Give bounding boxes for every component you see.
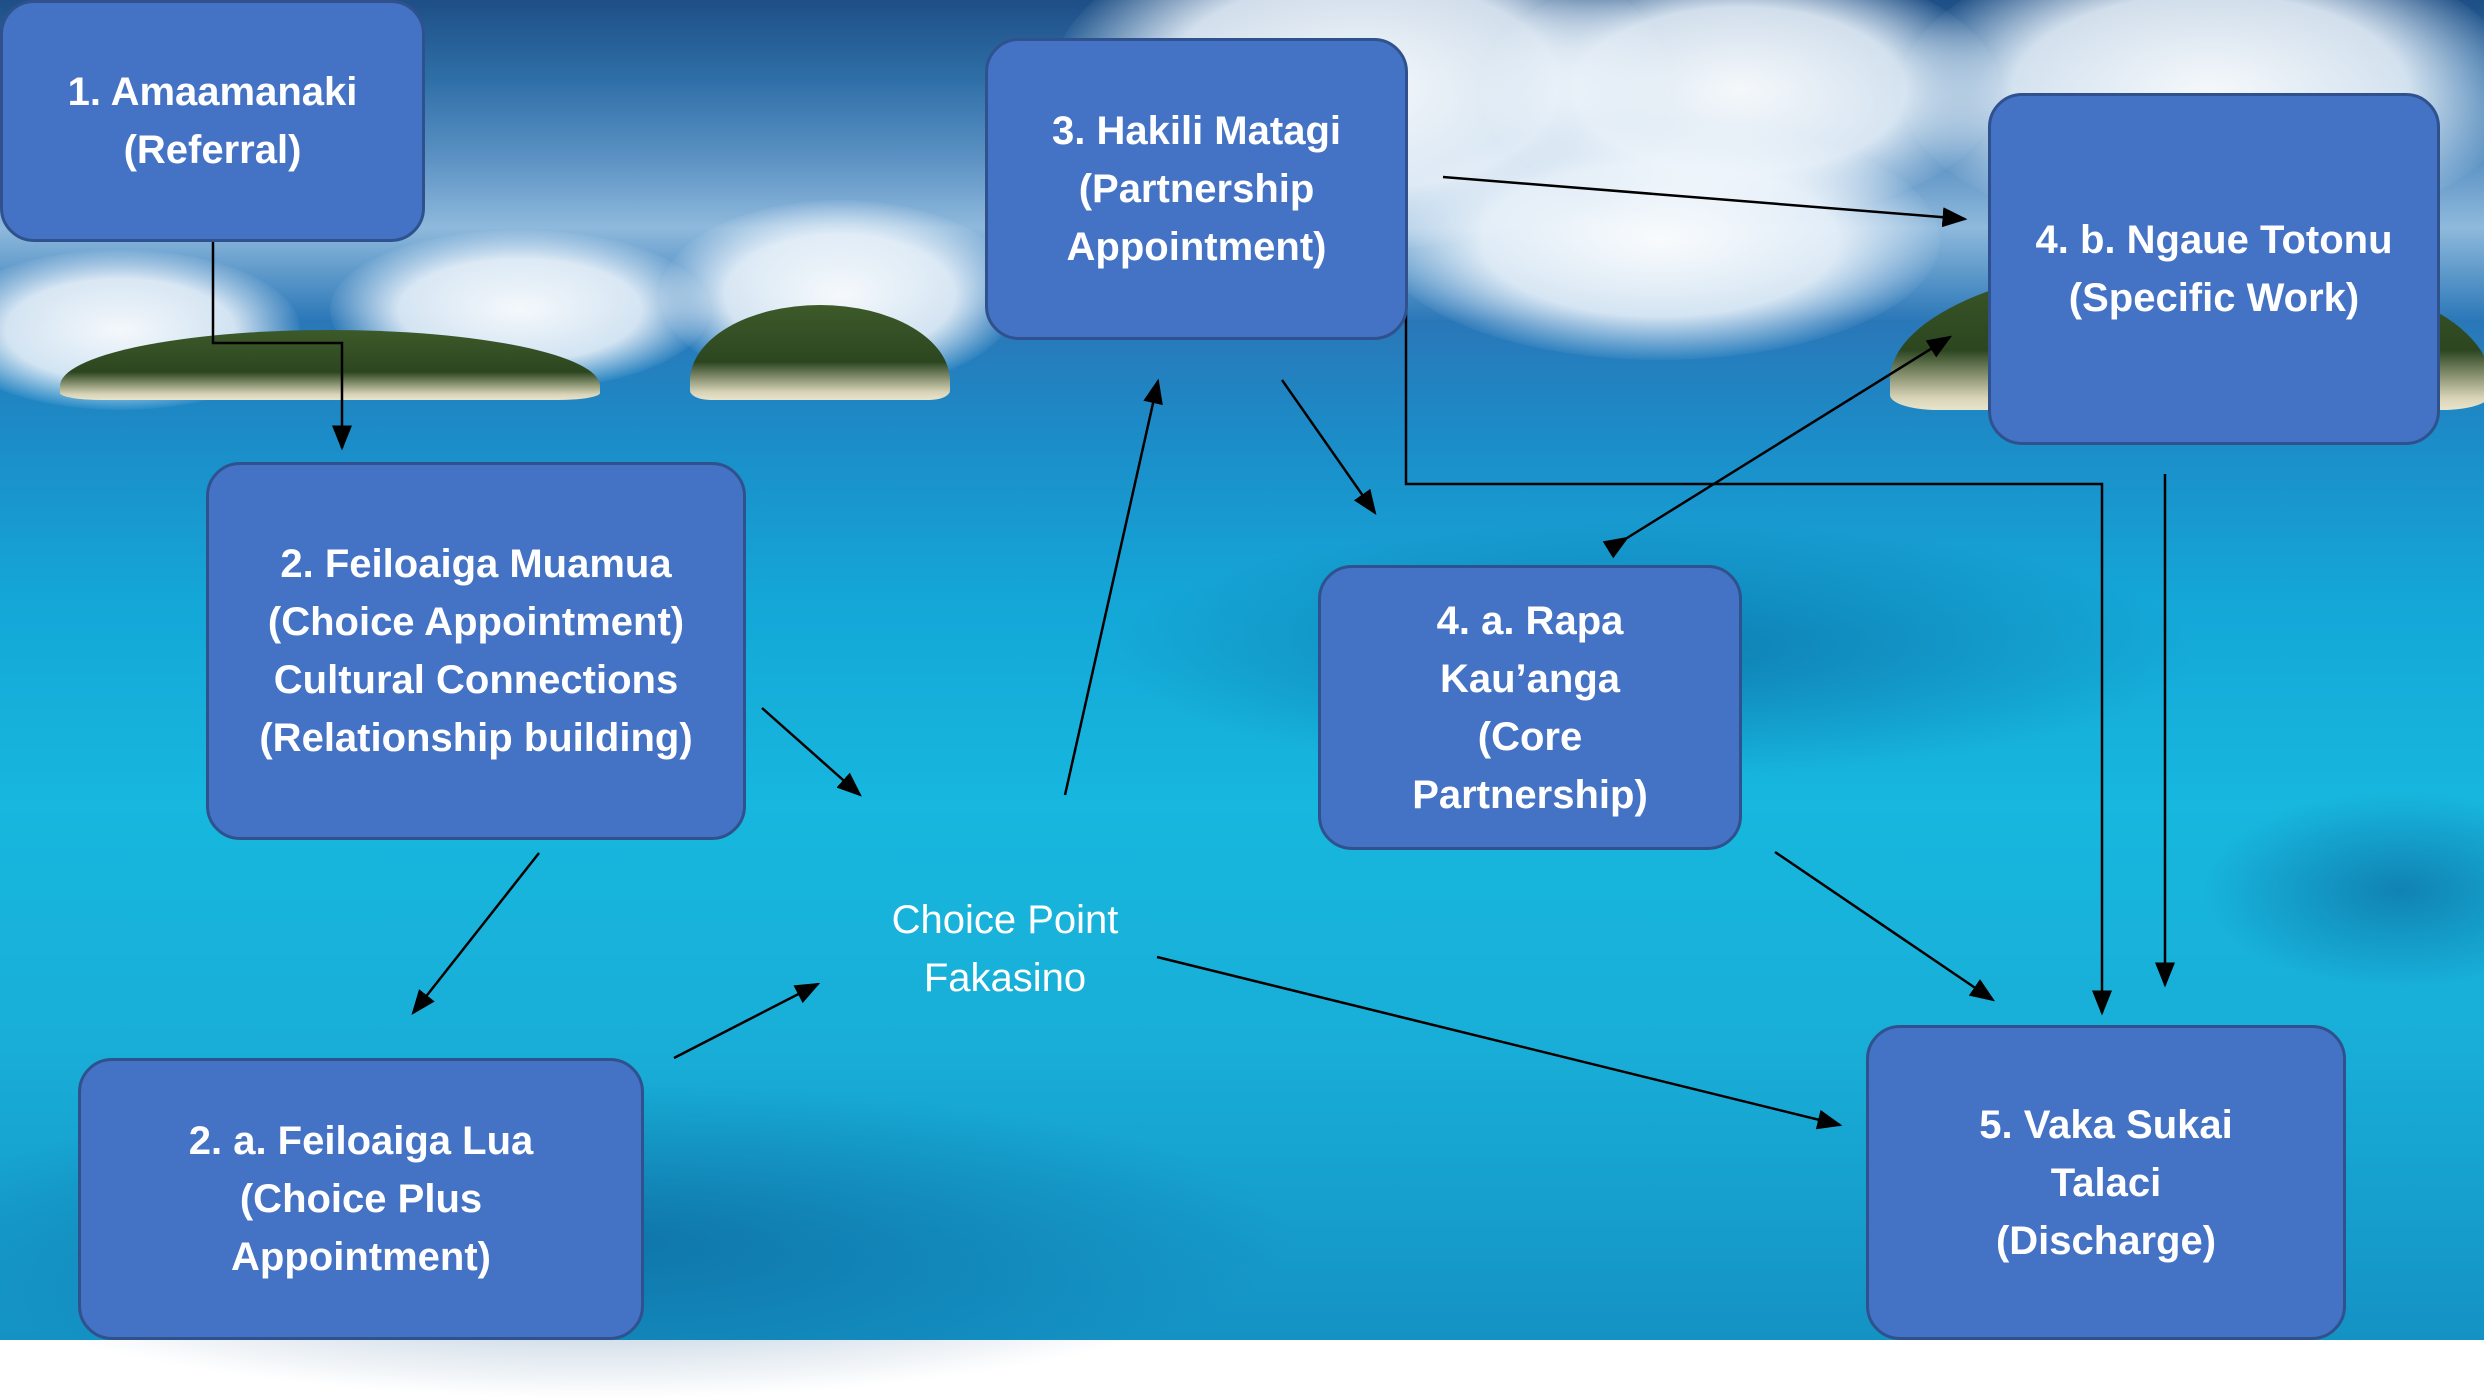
choice-point-label: Choice Point Fakasino (891, 898, 1119, 1000)
node-referral-label: 1. Amaamanaki (Referral) (67, 70, 358, 172)
cloud (1380, 120, 1940, 360)
node-choice-plus: 2. a. Feiloaiga Lua (Choice Plus Appoint… (78, 1058, 644, 1340)
node-choice-appointment: 2. Feiloaiga Muamua (Choice Appointment)… (206, 462, 746, 840)
arrow-partnership-to-specific-work (1442, 175, 1968, 228)
arrow-choice-appointment-to-choice-point (761, 707, 862, 797)
connector-layer (211, 175, 2175, 1130)
node-core-partnership-label: 4. a. Rapa Kau’anga (Core Partnership) (1412, 598, 1648, 817)
arrow-referral-to-choice-appointment (211, 242, 352, 451)
node-partnership-appointment-label: 3. Hakili Matagi (Partnership Appointmen… (1052, 109, 1341, 269)
node-discharge: 5. Vaka Sukai Talaci (Discharge) (1866, 1025, 2346, 1340)
arrow-choice-plus-to-choice-point (673, 982, 821, 1060)
node-referral: 1. Amaamanaki (Referral) (0, 0, 425, 242)
arrow-choice-point-to-partnership (1063, 378, 1163, 796)
node-partnership-appointment: 3. Hakili Matagi (Partnership Appointmen… (985, 38, 1408, 340)
arrow-core-partnership-specific-work-both-ways (1602, 335, 1953, 559)
arrow-choice-appointment-to-choice-plus (411, 852, 540, 1015)
node-choice-appointment-label: 2. Feiloaiga Muamua (Choice Appointment)… (259, 542, 693, 760)
node-core-partnership: 4. a. Rapa Kau’anga (Core Partnership) (1318, 565, 1742, 850)
arrow-core-partnership-to-discharge (1774, 850, 1996, 1002)
node-specific-work-label: 4. b. Ngaue Totonu (Specific Work) (2035, 218, 2393, 320)
node-discharge-label: 5. Vaka Sukai Talaci (Discharge) (1979, 1102, 2233, 1263)
arrow-partnership-to-core-partnership (1280, 379, 1377, 516)
node-specific-work: 4. b. Ngaue Totonu (Specific Work) (1988, 93, 2440, 445)
node-choice-plus-label: 2. a. Feiloaiga Lua (Choice Plus Appoint… (188, 1119, 534, 1279)
arrow-choice-point-to-discharge (1156, 955, 1843, 1130)
